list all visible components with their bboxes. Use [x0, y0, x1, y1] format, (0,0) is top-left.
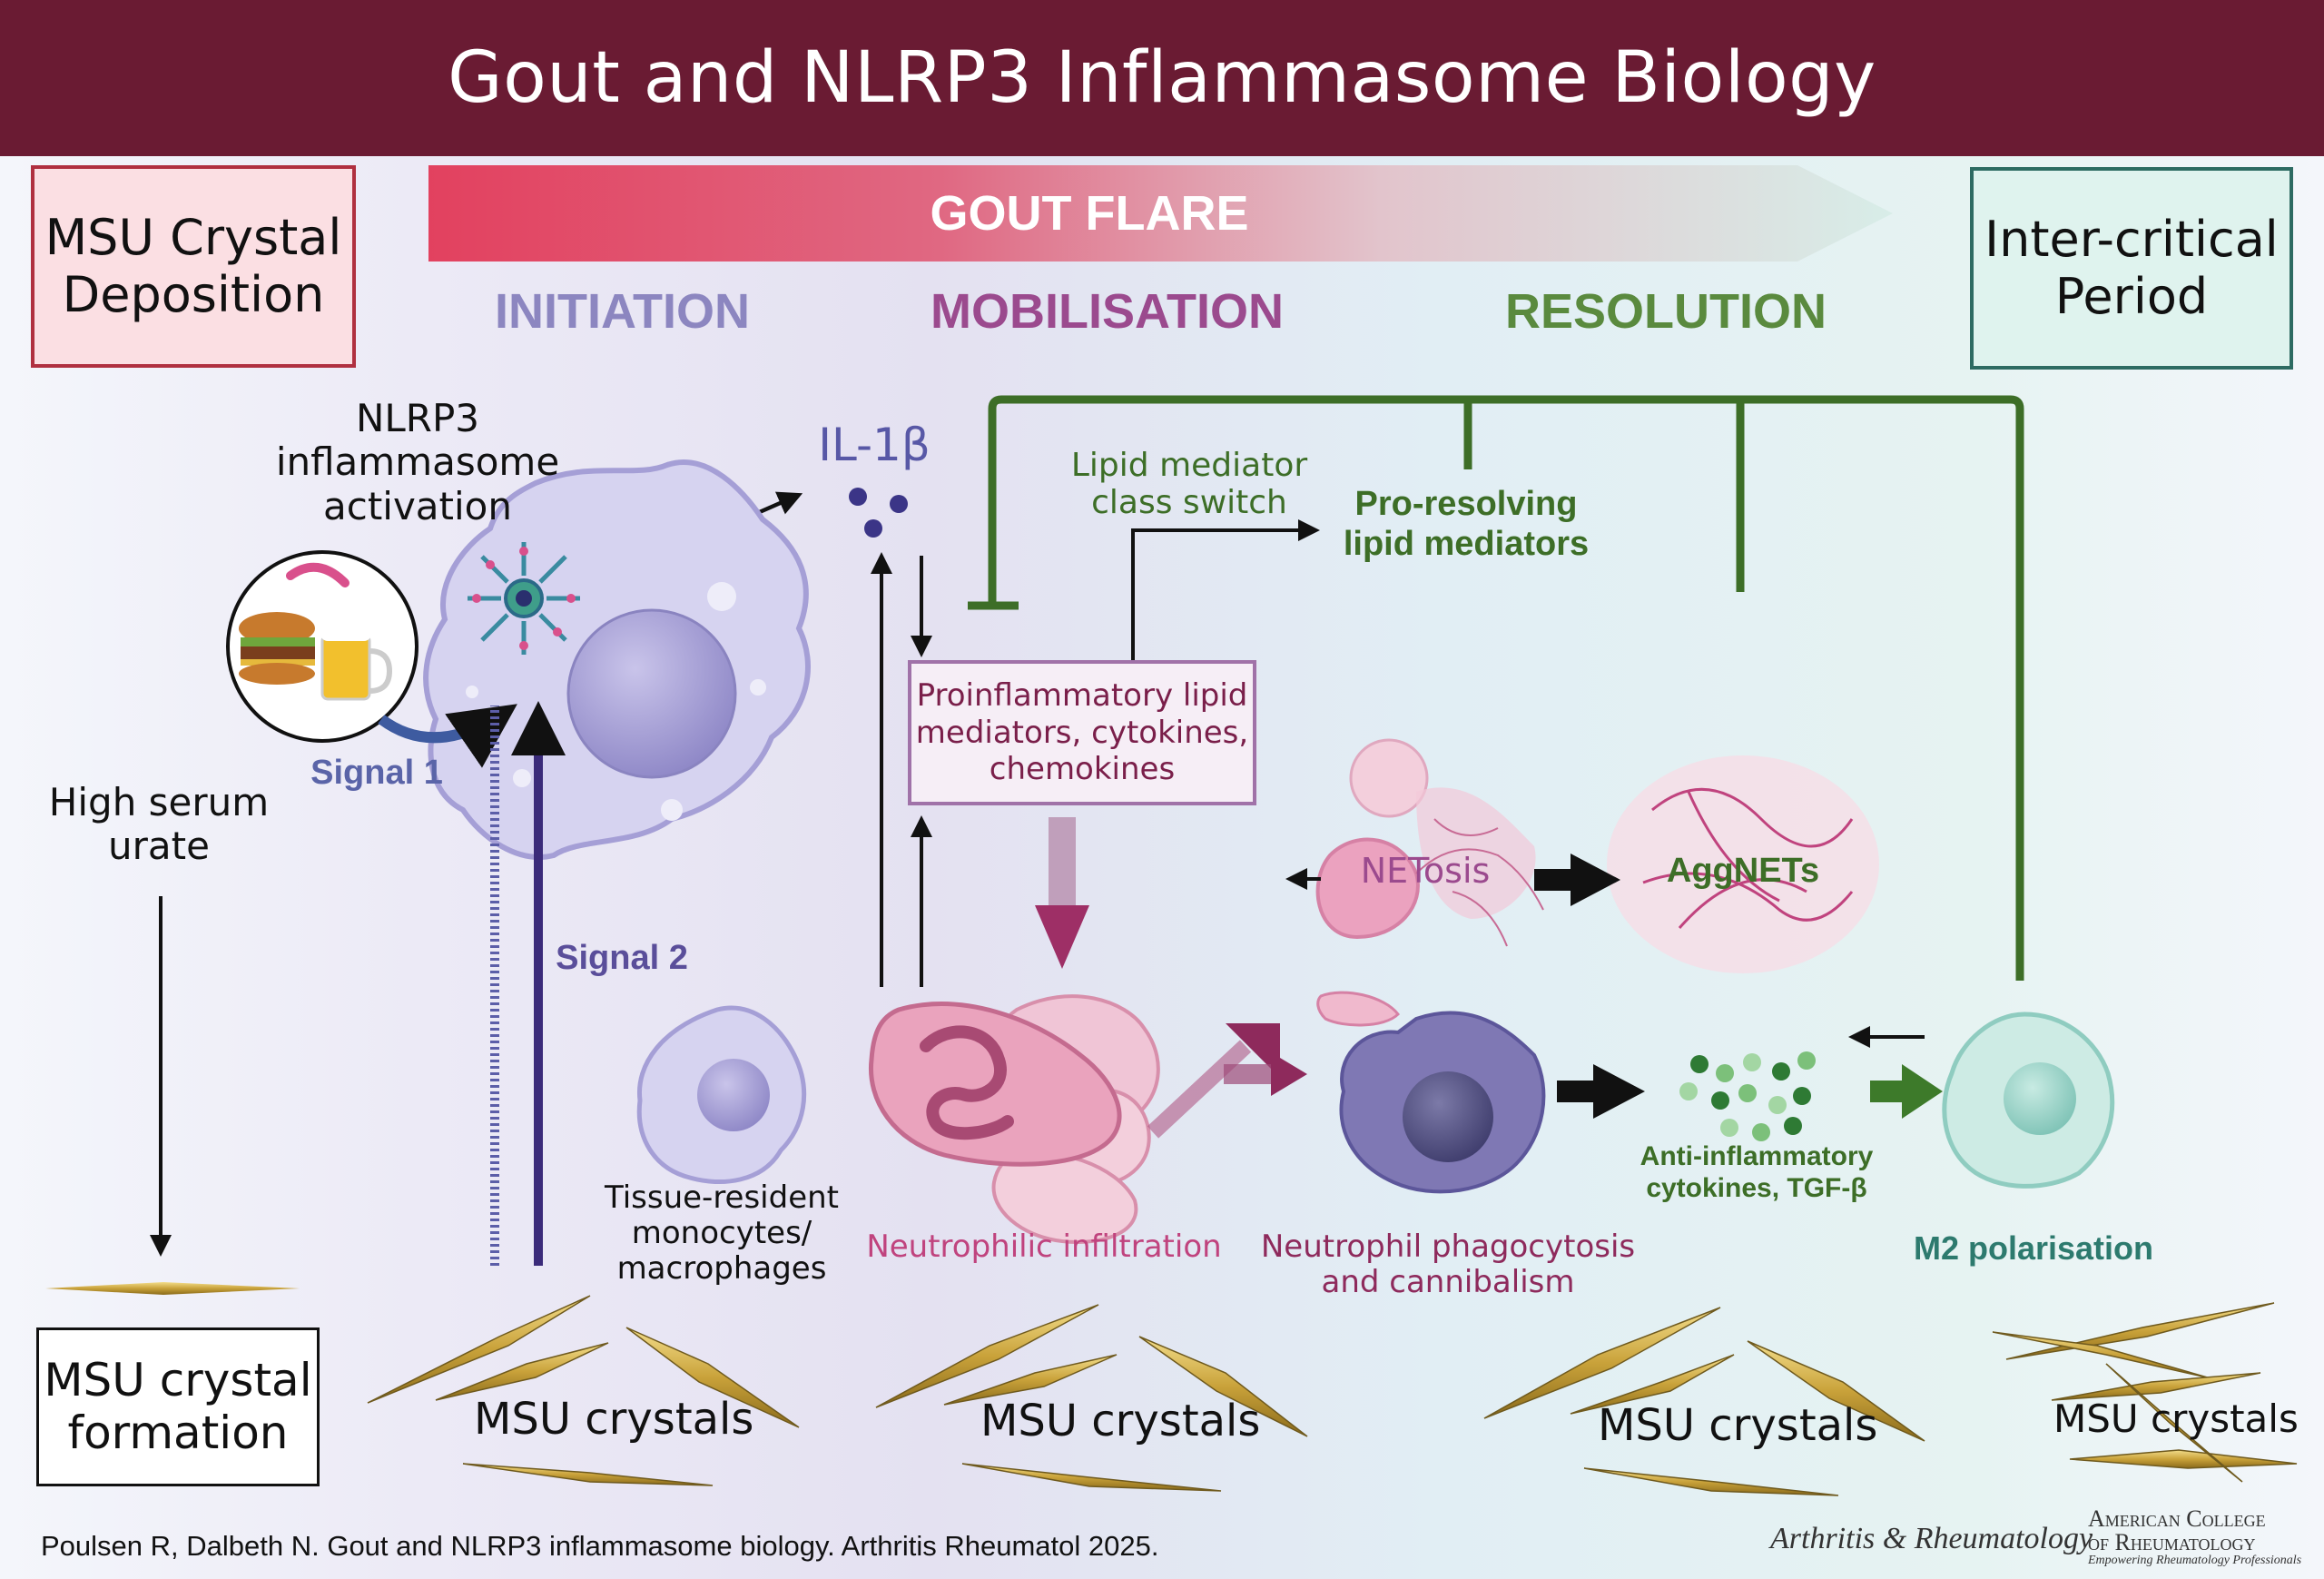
- phagocytosis-label: Neutrophil phagocytosis and cannibalism: [1260, 1229, 1636, 1301]
- signal2-label: Signal 2: [556, 939, 688, 977]
- aggnets-label: AggNETs: [1666, 852, 1820, 890]
- anti-inflammatory-cytokines-icon: [1679, 1051, 1816, 1141]
- phagocytic-macrophage-cell: [1316, 991, 1546, 1194]
- msu-deposition-box: MSU Crystal Deposition: [31, 165, 356, 368]
- mobilisation-label: MOBILISATION: [931, 284, 1284, 339]
- netosis-cell: [1315, 738, 1544, 947]
- msu-crystals-label-3: MSU crystals: [1598, 1400, 1878, 1451]
- initiation-label: INITIATION: [495, 284, 750, 339]
- gout-flare-label: GOUT FLARE: [930, 186, 1249, 241]
- tissue-macrophage-cell: [636, 1005, 807, 1184]
- neutrophil-cluster: [868, 994, 1160, 1244]
- netosis-to-aggnets-arrow: [1534, 854, 1620, 906]
- il1b-arrows: [871, 552, 932, 987]
- nlrp3-inflammasome-icon: [468, 542, 580, 655]
- signal2-arrows: [490, 701, 566, 1266]
- to-m2-arrow: [1870, 1064, 1943, 1119]
- citation: Poulsen R, Dalbeth N. Gout and NLRP3 inf…: [41, 1530, 1159, 1562]
- diagram-canvas: MSU Crystal Deposition Inter-critical Pe…: [0, 156, 2324, 1579]
- aggnets-web: [1607, 755, 1879, 973]
- high-urate-label: High serum urate: [48, 780, 270, 869]
- pro-resolving-label: Pro-resolving lipid mediators: [1343, 485, 1590, 563]
- phagocytosis-to-cytokines-arrow: [1557, 1064, 1645, 1119]
- resolution-feedback-bracket: [968, 395, 2024, 981]
- acr-logo: American College of Rheumatology Empower…: [2088, 1507, 2301, 1567]
- header-bar: Gout and NLRP3 Inflammasome Biology: [0, 0, 2324, 156]
- macrophage-cell: [423, 459, 811, 860]
- proinflammatory-box: Proinflammatory lipid mediators, cytokin…: [908, 660, 1256, 805]
- lipid-switch-arrow: [1131, 519, 1320, 660]
- msu-crystals-label-2: MSU crystals: [980, 1396, 1261, 1446]
- background-gradient: [0, 156, 2324, 1579]
- acr-line2: of Rheumatology: [2088, 1529, 2256, 1555]
- resolution-label: RESOLUTION: [1505, 284, 1827, 339]
- neutrophilic-label: Neutrophilic infiltration: [866, 1229, 1222, 1265]
- to-infiltration-arrow: [1035, 817, 1089, 969]
- msu-crystal-needles: [367, 1295, 2298, 1496]
- il1b-molecules: [849, 488, 908, 538]
- journal-logo: Arthritis & Rheumatology: [1770, 1522, 2093, 1555]
- il1b-label: IL-1β: [818, 419, 931, 471]
- signal1-arrow: [378, 704, 517, 768]
- lipid-switch-label: Lipid mediator class switch: [1070, 447, 1308, 522]
- msu-crystals-label-1: MSU crystals: [474, 1394, 754, 1445]
- gout-flare-banner: [428, 165, 1893, 262]
- netosis-label: NETosis: [1360, 851, 1491, 891]
- crystal-formation-needle: [45, 1282, 300, 1295]
- diet-icon: [226, 550, 419, 743]
- diagram-graphics: [0, 156, 2324, 1579]
- msu-formation-box: MSU crystal formation: [36, 1327, 320, 1486]
- m2-macrophage-cell: [1942, 1012, 2115, 1189]
- anti-inflammatory-label: Anti-inflammatory cytokines, TGF-β: [1640, 1141, 1874, 1203]
- signal1-label: Signal 1: [310, 754, 443, 792]
- page-title: Gout and NLRP3 Inflammasome Biology: [448, 37, 1876, 119]
- acr-line3: Empowering Rheumatology Professionals: [2088, 1554, 2302, 1567]
- to-phagocytosis-arrow: [1224, 1052, 1307, 1096]
- m2-label: M2 polarisation: [1913, 1229, 2154, 1267]
- inter-critical-box: Inter-critical Period: [1970, 167, 2293, 370]
- nlrp3-activation-label: NLRP3 inflammasome activation: [275, 396, 560, 528]
- acr-line1: American College: [2088, 1505, 2266, 1532]
- tissue-resident-label: Tissue-resident monocytes/ macrophages: [604, 1179, 840, 1288]
- msu-crystals-label-4: MSU crystals: [2053, 1396, 2299, 1441]
